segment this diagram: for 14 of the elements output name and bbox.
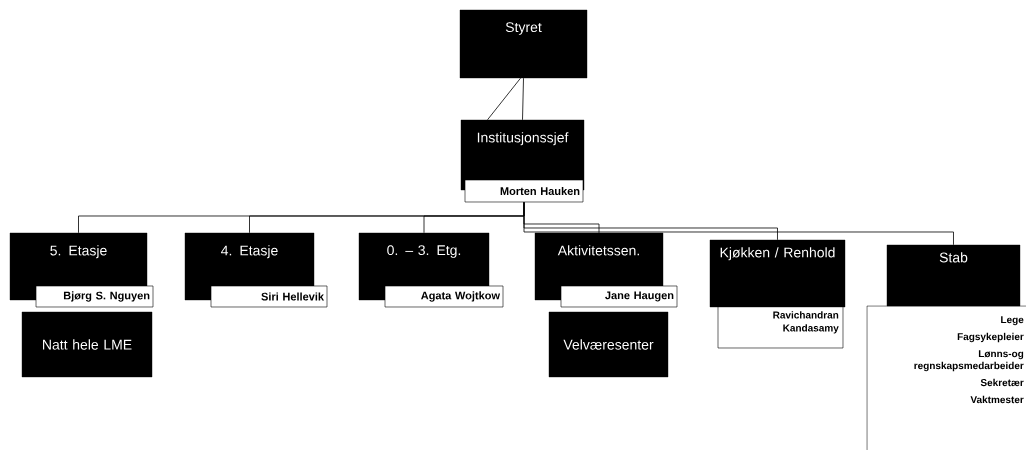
staff-list-box: Lege Fagsykepleier Lønns-og regnskapsmedarbeider Sekretær Vaktmester [866,305,1026,450]
department-box: Styret [459,9,588,79]
department-box: Kjøkken / Renhold [709,239,846,308]
name-box: Jane Haugen [560,285,678,308]
department-box: Stab [886,244,1021,307]
name-box: Bjørg S. Nguyen [35,285,154,308]
name-box: Morten Hauken [464,179,584,203]
name-box: Siri Hellevik [210,285,328,308]
connector-line [523,201,954,246]
name-box: Agata Wojtkow [384,285,504,308]
unit-box: Velværesenter [548,311,669,378]
unit-box: Natt hele LME [21,311,153,378]
connector-line [522,77,524,121]
name-box: Ravichandran Kandasamy [717,306,844,349]
